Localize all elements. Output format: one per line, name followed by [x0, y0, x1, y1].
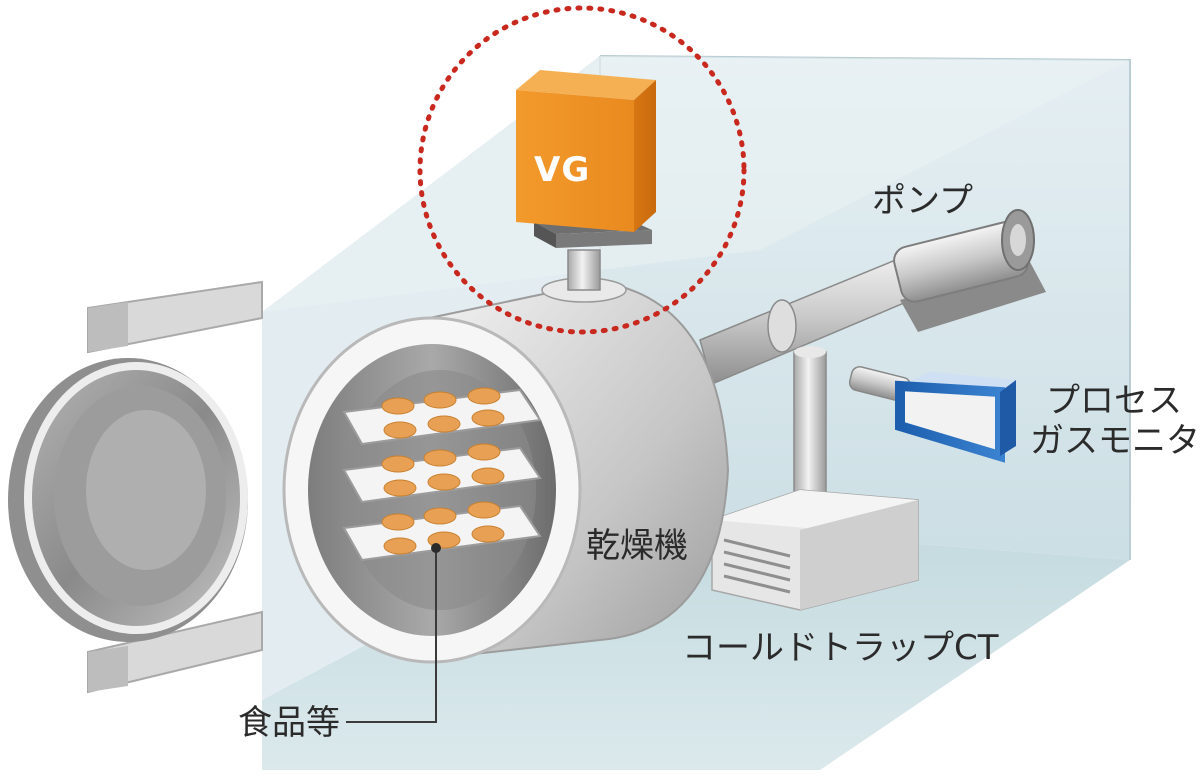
process-gas-monitor	[848, 366, 1016, 463]
food-items	[381, 387, 505, 555]
vacuum-pipe	[699, 248, 931, 503]
vg-highlight-circle	[417, 5, 747, 335]
vg-label: VG	[534, 150, 591, 190]
dryer-door	[8, 358, 248, 642]
cold-trap-label: コールドトラップCT	[682, 628, 999, 668]
food-label: 食品等	[238, 703, 340, 743]
food-leader-line	[346, 548, 437, 723]
vacuum-gauge	[516, 70, 656, 232]
process-gas-monitor-label-line1: プロセス	[1046, 381, 1182, 421]
door-hinge-arms	[87, 280, 263, 694]
vacuum-pump	[893, 209, 1046, 332]
dryer-label: 乾燥機	[586, 526, 688, 566]
process-gas-monitor-label-line2: ガスモニタ	[1030, 421, 1200, 461]
cold-trap	[711, 489, 919, 611]
food-leader-dot	[431, 543, 441, 553]
pump-label: ポンプ	[872, 181, 973, 221]
